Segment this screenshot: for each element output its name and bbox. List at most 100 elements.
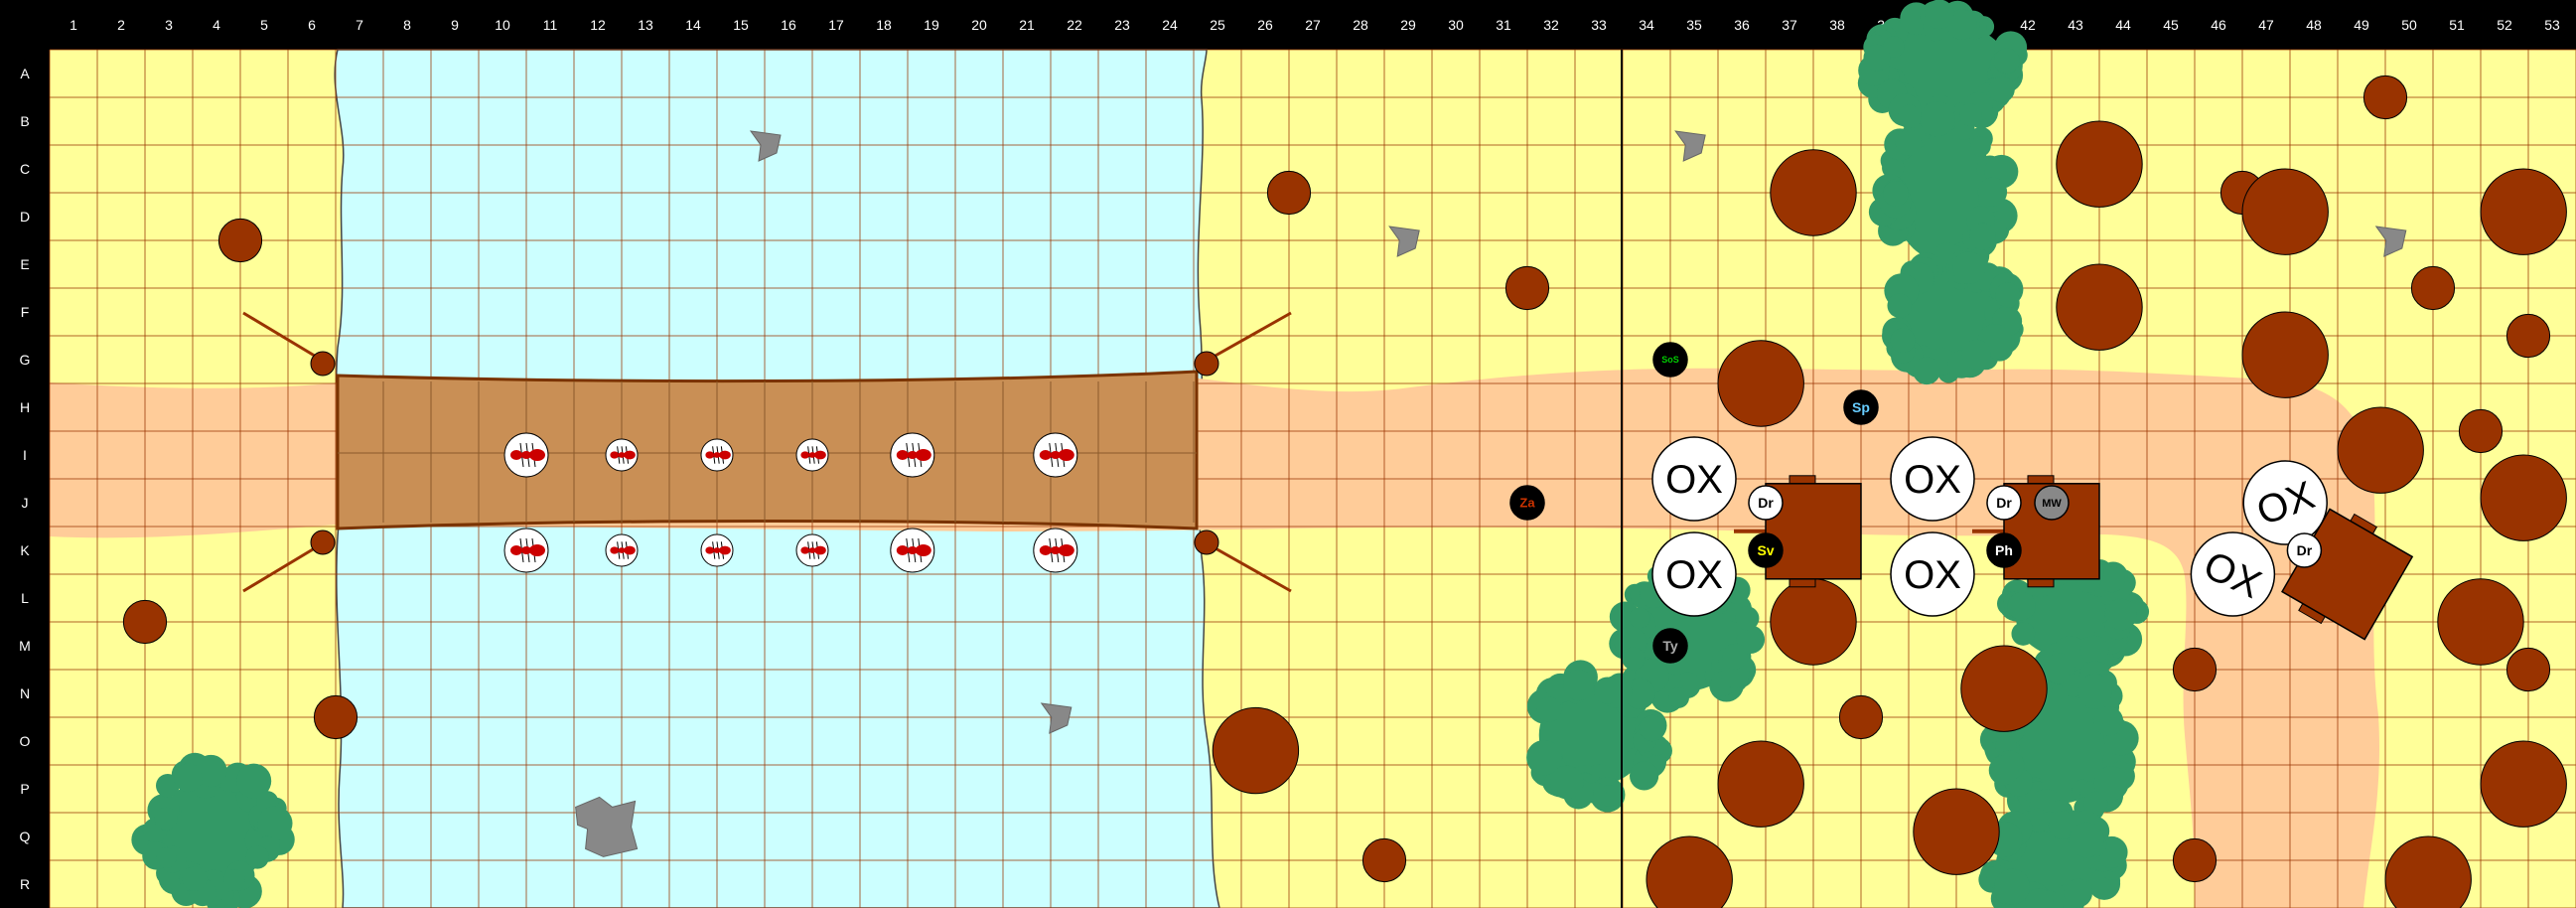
tree-icon [1717, 740, 1804, 828]
row-label: R [20, 876, 30, 892]
tree-icon [1913, 788, 2000, 875]
woods-clump [1609, 556, 1766, 713]
woods-leaf [174, 763, 203, 793]
tree-icon [2172, 837, 2218, 883]
woods-leaf [1668, 686, 1689, 708]
column-label: 38 [1829, 17, 1845, 33]
woods-clump [1526, 660, 1672, 813]
giant-ant-token[interactable] [700, 533, 734, 567]
column-label: 44 [2115, 17, 2131, 33]
woods-leaf [2079, 635, 2109, 665]
giant-ant-token[interactable] [503, 528, 549, 573]
tree-icon [2458, 408, 2504, 454]
character-token[interactable]: MW [2034, 485, 2070, 521]
ox-token[interactable]: OX [1651, 531, 1737, 617]
giant-ant-token[interactable] [890, 432, 935, 478]
row-label: I [23, 447, 27, 463]
woods-leaf [1970, 136, 1991, 157]
giant-ant-token[interactable] [605, 533, 639, 567]
woods-leaf [2011, 622, 2036, 646]
giant-ant-token[interactable] [1033, 528, 1078, 573]
column-label: 30 [1448, 17, 1464, 33]
character-token[interactable]: SoS [1652, 342, 1688, 378]
row-label: M [19, 638, 31, 654]
giant-ant-token[interactable] [1033, 432, 1078, 478]
ox-circle [2190, 531, 2276, 617]
woods-leaf [1988, 755, 2019, 786]
row-label: D [20, 209, 30, 225]
tree-icon [2505, 313, 2551, 359]
character-token[interactable]: Ty [1652, 628, 1688, 664]
column-label: 19 [924, 17, 939, 33]
giant-ant-token[interactable] [503, 432, 549, 478]
column-label: 50 [2401, 17, 2417, 33]
ant-abdomen [719, 450, 731, 460]
character-token[interactable]: Dr [1986, 485, 2022, 521]
character-token[interactable]: Sp [1843, 389, 1879, 425]
column-label: 47 [2258, 17, 2274, 33]
character-token[interactable]: Sv [1748, 532, 1784, 568]
tree-icon [1770, 578, 1857, 666]
column-label: 43 [2068, 17, 2083, 33]
rock-icon [1388, 226, 1420, 257]
ox-token[interactable]: OX [1890, 436, 1975, 522]
token-circle [1748, 485, 1784, 521]
woods-leaf [2048, 811, 2077, 839]
character-token[interactable]: Dr [1748, 485, 1784, 521]
giant-ant-token[interactable] [605, 438, 639, 472]
ant-head [896, 450, 909, 460]
token-label: Za [1519, 496, 1535, 511]
ox-label: OX [1904, 553, 1961, 597]
tree-icon [2241, 311, 2329, 398]
woods-leaf [1961, 339, 1991, 370]
woods-leaf [1549, 765, 1584, 800]
token-label: SoS [1661, 355, 1679, 365]
tree-icon [1960, 645, 2048, 732]
ant-head [510, 545, 522, 555]
ant-head [800, 546, 810, 554]
character-token[interactable]: Dr [2286, 532, 2323, 568]
token-circle [1509, 485, 1545, 521]
giant-ants[interactable] [503, 432, 1078, 573]
token-label: Sv [1757, 542, 1774, 558]
woods-leaf [1629, 607, 1650, 629]
ox-token[interactable]: OX [1890, 531, 1975, 617]
tree-icon [2437, 578, 2524, 666]
column-label: 22 [1067, 17, 1082, 33]
rock-icon [2374, 226, 2407, 257]
ant-abdomen [529, 449, 545, 461]
row-label: N [20, 685, 30, 701]
giant-ant-token[interactable] [795, 438, 829, 472]
woods-leaf [1952, 251, 1986, 285]
column-label: 21 [1019, 17, 1035, 33]
row-label: B [20, 113, 29, 129]
token-label: Sp [1852, 399, 1870, 415]
token-label: Ph [1995, 542, 2013, 558]
woods-leaf [2093, 766, 2129, 801]
ox-token[interactable]: OX [2190, 531, 2276, 617]
woods-leaf [1639, 714, 1666, 742]
woods-leaf [2098, 566, 2125, 593]
giant-ant-token[interactable] [700, 438, 734, 472]
giant-ant-token[interactable] [890, 528, 935, 573]
character-token[interactable]: Za [1509, 485, 1545, 521]
ox-token[interactable]: OX [1651, 436, 1737, 522]
ox-token[interactable]: OX [2242, 460, 2328, 545]
character-token[interactable]: Ph [1986, 532, 2022, 568]
trees [122, 75, 2567, 908]
ox-circle [1651, 436, 1737, 522]
woods-leaf [245, 845, 269, 869]
token-label: Ty [1662, 638, 1678, 654]
woods-leaf [236, 763, 272, 799]
giant-ant-token[interactable] [795, 533, 829, 567]
ant-thorax [618, 547, 626, 553]
tree-icon [2410, 265, 2456, 311]
woods-leaf [1526, 739, 1562, 776]
token-circle [2286, 532, 2323, 568]
